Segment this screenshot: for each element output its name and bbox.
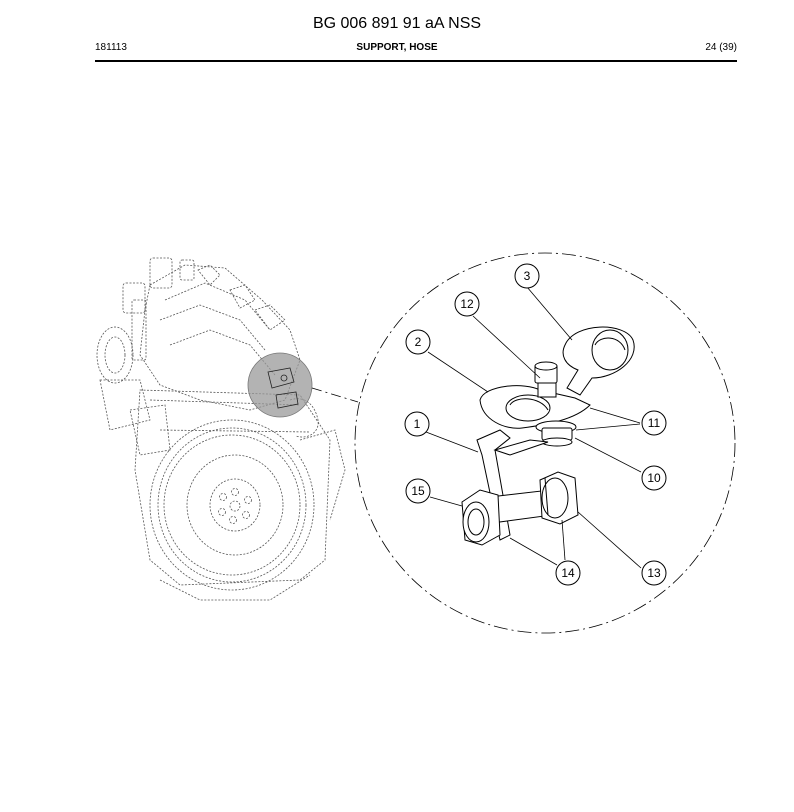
svg-text:1: 1 [414,417,421,431]
callout-10: 10 [641,465,667,491]
callout-14: 14 [555,560,581,586]
detail-leader [311,387,359,403]
callout-12: 12 [454,291,480,317]
svg-text:14: 14 [561,566,575,580]
engine-overview [96,257,346,601]
hose-support-assembly [461,326,635,546]
detail-highlight [247,352,313,418]
callout-2: 2 [405,329,431,355]
callout-13: 13 [641,560,667,586]
svg-text:12: 12 [460,297,474,311]
callout-11: 11 [641,410,667,436]
header-rule [95,60,737,62]
callout-1: 1 [404,411,430,437]
svg-text:2: 2 [415,335,422,349]
svg-text:3: 3 [524,269,531,283]
svg-text:11: 11 [648,416,661,430]
callout-leaders [425,286,642,569]
date-code: 181113 [95,42,127,53]
detail-highlight-parts [267,367,299,409]
svg-text:10: 10 [647,471,661,485]
detail-view-boundary [354,252,736,634]
document-title: BG 006 891 91 aA NSS [312,15,482,32]
callout-15: 15 [405,478,431,504]
svg-text:13: 13 [647,566,661,580]
svg-text:15: 15 [411,484,425,498]
callout-3: 3 [514,263,540,289]
section-title: SUPPORT, HOSE [356,42,438,53]
page-number: 24 (39) [705,42,737,53]
